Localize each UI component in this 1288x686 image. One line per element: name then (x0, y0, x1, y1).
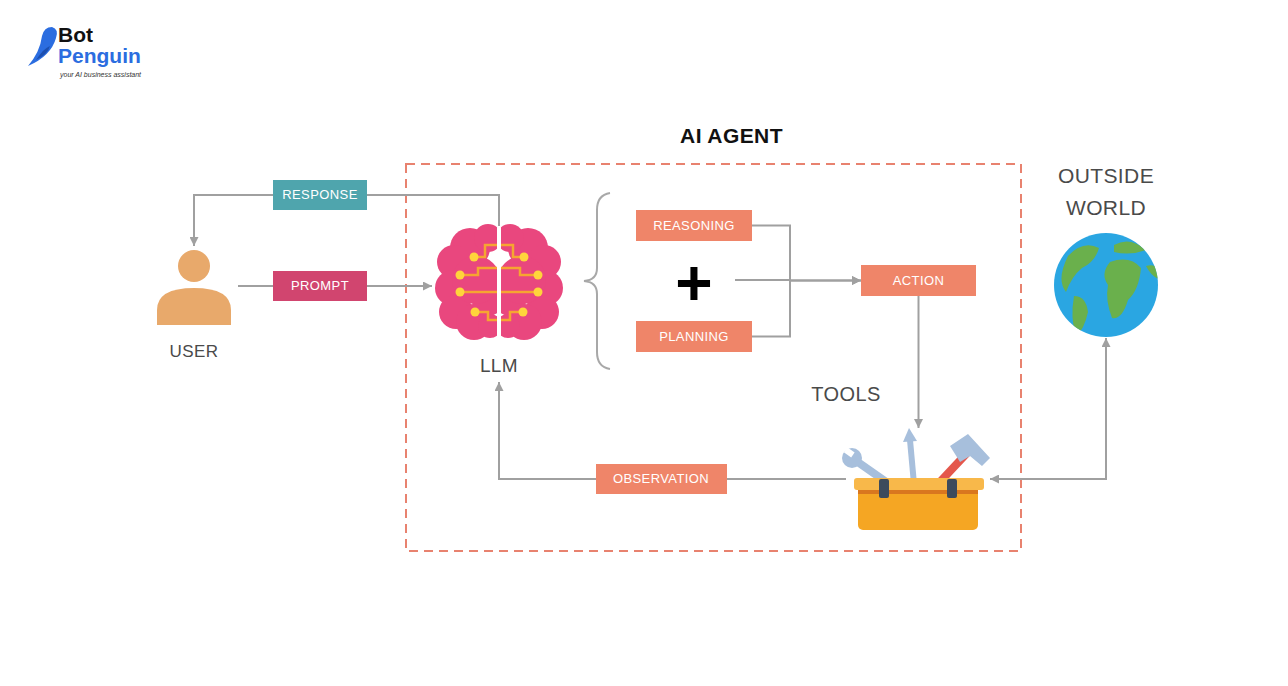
flow-arrow (752, 226, 861, 281)
node-label: REASONING (636, 210, 752, 241)
node-label: USER (150, 340, 238, 364)
brain-hemisphere (435, 224, 504, 340)
logo-text: Bot (58, 23, 93, 47)
edge-label-box: OBSERVATION (596, 464, 727, 494)
logo-bird (28, 27, 57, 66)
grouping-brace (584, 193, 610, 369)
flow-arrow (990, 338, 1106, 479)
plus-symbol: + (664, 250, 724, 316)
node-label: ACTION (861, 265, 976, 296)
flow-arrow (918, 296, 920, 428)
outside-world-globe: OUTSIDE WORLD (1046, 160, 1166, 338)
llm-brain: LLM (432, 226, 566, 382)
user-body (157, 288, 231, 325)
toolbox-illustration (842, 428, 990, 530)
logo-text: your AI business assistant (60, 71, 141, 79)
process-box: ACTION (861, 265, 976, 296)
dashed-outline-rect (406, 164, 1021, 551)
logo-text: Penguin (58, 44, 141, 68)
flow-arrow (752, 281, 861, 337)
node-label: LLM (432, 354, 566, 378)
globe-illustration (1054, 233, 1162, 337)
user-actor: USER (150, 246, 238, 364)
merge-stub-line (735, 279, 790, 281)
edge-label-box: PROMPT (273, 271, 367, 301)
node-label: AI AGENT (423, 121, 1040, 151)
node-label: TOOLS (796, 380, 896, 408)
edge-label-box: RESPONSE (273, 180, 367, 210)
user-head (178, 250, 210, 282)
toolbox: TOOLS (846, 428, 990, 530)
node-label: PLANNING (636, 321, 752, 352)
logo-bird-wing (36, 46, 50, 60)
process-box: PLANNING (636, 321, 752, 352)
process-box: REASONING (636, 210, 752, 241)
brain-hemisphere (494, 224, 563, 340)
node-label: OUTSIDE WORLD (1046, 160, 1166, 224)
